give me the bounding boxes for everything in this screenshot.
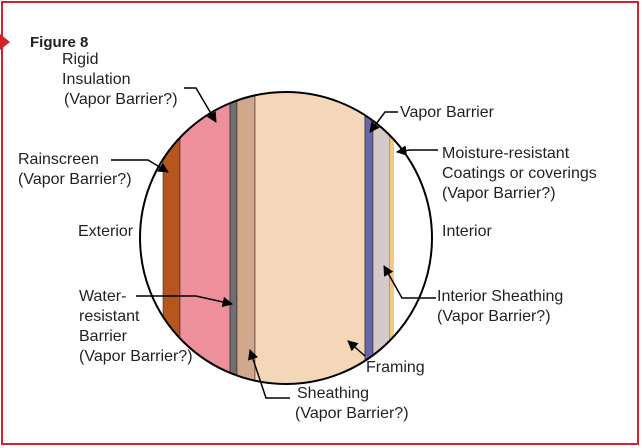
rainscreen-label: Rainscreen (Vapor Barrier?) — [18, 151, 132, 188]
moisture-resistant-leader — [395, 145, 438, 156]
water-resistant-barrier-leader — [136, 295, 234, 308]
vapor-barrier-layer — [364, 92, 374, 384]
vapor-barrier-label: Vapor Barrier — [400, 104, 494, 121]
moisture-resistant-label: Moisture-resistant Coatings or coverings… — [442, 145, 597, 202]
sheathing-label: Sheathing (Vapor Barrier?) — [295, 385, 409, 422]
rigid-insulation-leader — [184, 87, 217, 123]
vapor-barrier-leader — [369, 111, 398, 133]
rigid-insulation-layer — [179, 92, 231, 384]
interior-label: Interior — [442, 223, 492, 240]
figure-title: Figure 8 — [30, 34, 89, 51]
figure-marker — [0, 34, 10, 50]
coating-layer — [390, 92, 394, 384]
rigid-insulation-label: Rigid Insulation (Vapor Barrier?) — [62, 51, 178, 108]
framing-leader — [347, 340, 366, 357]
framing-layer — [254, 92, 366, 384]
section-circle — [139, 91, 433, 385]
framing-label: Framing — [366, 359, 425, 376]
rainscreen-leader — [111, 159, 169, 173]
water-resistant-barrier-layer — [229, 92, 238, 384]
interior-sheathing-label: Interior Sheathing (Vapor Barrier?) — [437, 288, 564, 325]
sheathing-leader — [248, 349, 290, 399]
interior-sheathing-leader — [383, 265, 436, 299]
exterior-label: Exterior — [78, 223, 134, 240]
water-resistant-barrier-label: Water- resistant Barrier (Vapor Barrier?… — [79, 288, 193, 365]
sheathing-layer — [236, 92, 256, 384]
